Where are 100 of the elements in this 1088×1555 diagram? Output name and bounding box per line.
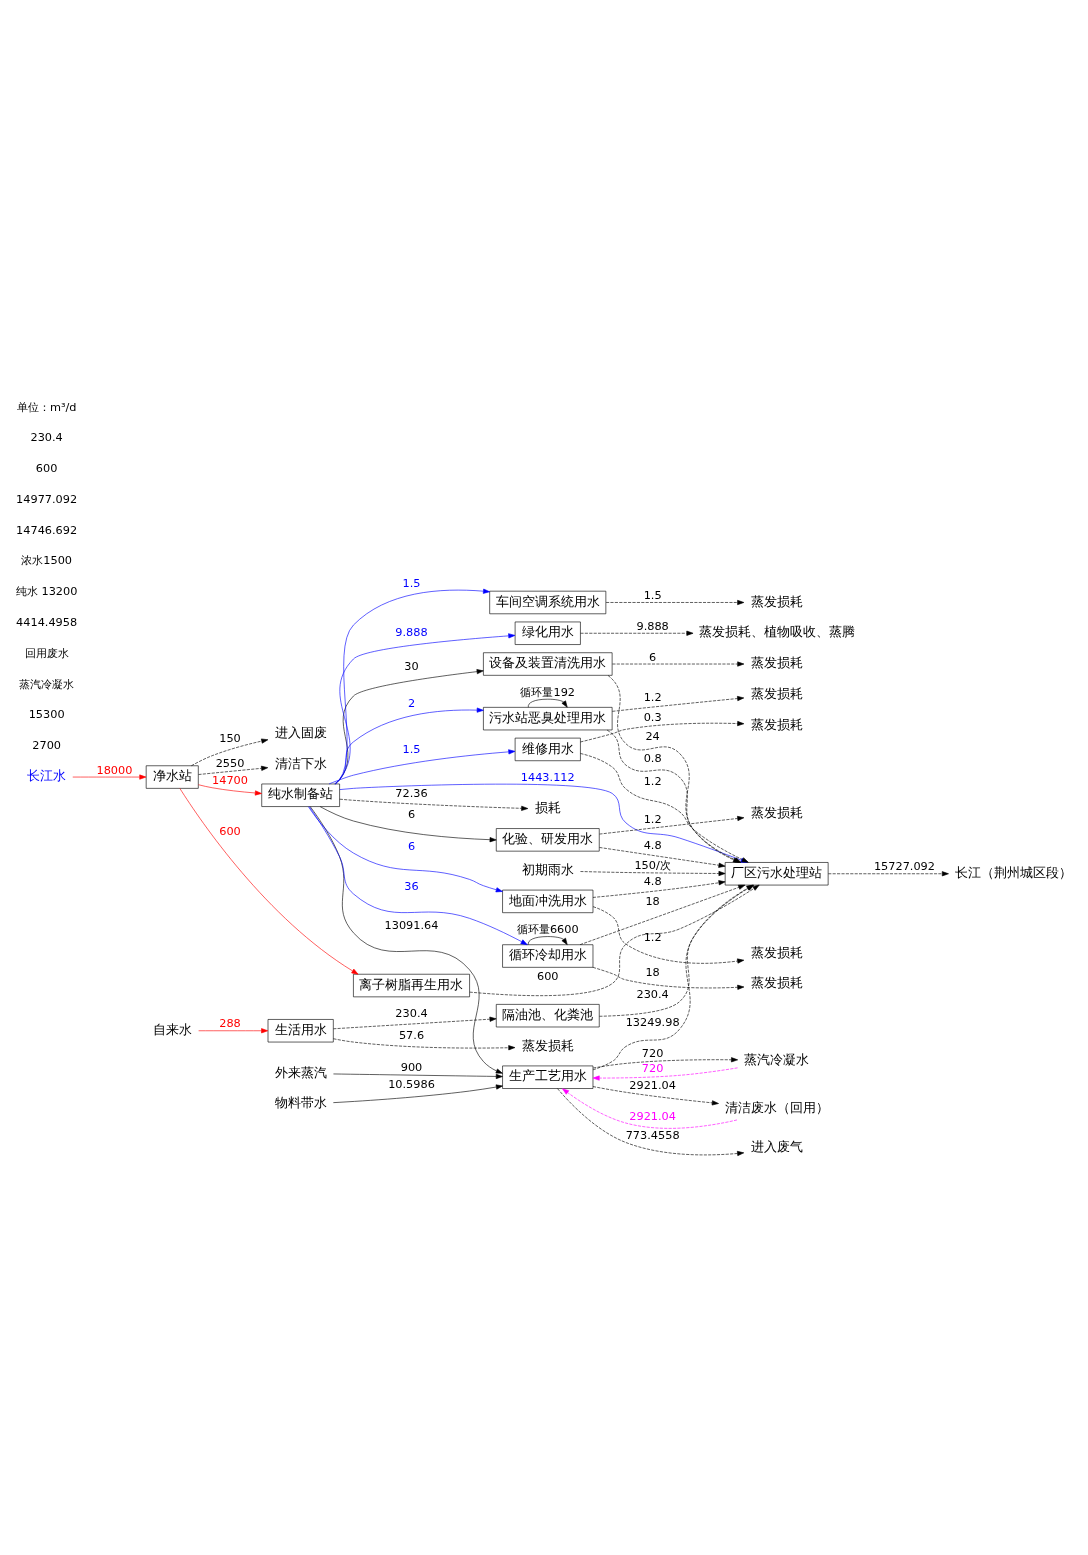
edge-label: 6 <box>407 807 416 820</box>
arrow <box>605 599 745 605</box>
edge-label: 18 <box>645 894 660 908</box>
node-box: 化验、研发用水 <box>495 827 600 851</box>
arrow <box>319 805 497 842</box>
arrow <box>309 805 528 945</box>
edge-label: 1.2 <box>643 812 662 826</box>
arrow <box>580 630 694 636</box>
arrow <box>592 879 726 898</box>
edge-label: 57.6 <box>398 1028 425 1042</box>
edge-label: 1.2 <box>643 774 662 788</box>
edge-label: 13249.98 <box>625 1015 680 1029</box>
edge-label: 4.8 <box>643 874 662 888</box>
label: 600 <box>35 461 58 475</box>
label: 单位：m³/d <box>16 400 77 414</box>
node-text: 初期雨水 <box>521 861 574 877</box>
arrow <box>191 738 269 766</box>
node-box: 隔油池、化粪池 <box>495 1003 600 1027</box>
node-box: 生活用水 <box>267 1018 334 1042</box>
arrow <box>592 1067 738 1081</box>
edge-label: 15727.092 <box>873 859 935 873</box>
edge-label: 720 <box>641 1046 664 1060</box>
edge-label: 1.5 <box>402 742 421 756</box>
arrow <box>198 783 262 795</box>
arrow <box>335 632 516 784</box>
arrow <box>612 661 745 667</box>
arrow <box>592 1085 719 1105</box>
edge-label: 30 <box>404 659 419 673</box>
arrow <box>72 774 147 780</box>
arrow <box>333 1037 516 1050</box>
label: 浓水1500 <box>21 553 73 567</box>
edge-label: 150 <box>219 731 241 745</box>
arrow <box>592 966 745 990</box>
edge-label: 230.4 <box>636 987 669 1001</box>
node-box: 地面冲洗用水 <box>502 889 594 913</box>
arrow <box>611 695 745 712</box>
edge-label: 1443.112 <box>520 770 575 784</box>
arrow <box>198 1027 269 1033</box>
edge-label: 773.4558 <box>625 1128 680 1142</box>
arrow <box>557 1087 745 1156</box>
arrow <box>580 720 745 742</box>
edge-label: 1.2 <box>643 690 662 704</box>
edge-label: 600 <box>219 824 241 838</box>
node-box: 生产工艺用水 <box>502 1065 594 1089</box>
edge-label: 1.2 <box>643 930 662 944</box>
arrow <box>335 588 490 784</box>
arrow <box>335 668 484 784</box>
node-box: 离子树脂再生用水 <box>353 973 470 997</box>
node-text: 蒸发损耗 <box>521 1037 574 1053</box>
node-text: 物料带水 <box>274 1094 327 1110</box>
label: 14746.692 <box>16 523 78 537</box>
arrow <box>527 698 568 708</box>
edge-label: 9.888 <box>395 625 428 639</box>
edge-label: 1.5 <box>643 588 662 602</box>
label: 15300 <box>28 707 65 721</box>
arrow <box>333 1016 497 1029</box>
arrow <box>333 1073 503 1079</box>
label: 230.4 <box>30 430 63 444</box>
edge-label: 2550 <box>215 756 245 770</box>
node-text: 清洁下水 <box>274 755 327 771</box>
label: 14977.092 <box>16 492 78 506</box>
node-text: 蒸发损耗 <box>750 974 803 990</box>
edge-label: 288 <box>219 1016 241 1030</box>
label: 纯水 13200 <box>15 584 78 598</box>
label: 2700 <box>32 738 62 752</box>
edge-label: 2 <box>407 696 416 710</box>
edge-label: 72.36 <box>395 786 428 800</box>
node-box: 设备及装置清洗用水 <box>483 651 613 676</box>
edge-label: 循环量6600 <box>516 922 579 936</box>
node-box: 净水站 <box>145 764 199 789</box>
arrow <box>828 870 949 876</box>
edge-label: 2921.04 <box>629 1078 676 1092</box>
node-text: 自来水 <box>152 1021 192 1037</box>
node-text: 损耗 <box>534 799 561 815</box>
node-box: 车间空调系统用水 <box>489 590 607 614</box>
label: 回用废水 <box>24 646 69 660</box>
node-text: 蒸发损耗 <box>750 593 803 609</box>
node-text: 进入废气 <box>750 1138 803 1154</box>
edge-label: 36 <box>404 879 419 893</box>
arrow <box>580 870 726 876</box>
edge-label: 6 <box>407 839 416 853</box>
edge-label: 230.4 <box>395 1006 428 1020</box>
node-text: 蒸发损耗 <box>750 654 803 670</box>
node-text: 蒸发损耗 <box>750 944 803 960</box>
arrow <box>334 707 484 784</box>
node-text: 清洁废水（回用） <box>724 1099 829 1115</box>
node-text: 外来蒸汽 <box>274 1064 327 1080</box>
edge-label: 900 <box>400 1060 423 1074</box>
arrow <box>198 765 269 775</box>
arrow <box>562 1087 738 1129</box>
arrow <box>592 1056 738 1068</box>
edge-label: 1.5 <box>402 576 421 590</box>
node-box: 纯水制备站 <box>261 783 340 807</box>
arrow <box>179 787 359 975</box>
edge-label: 14700 <box>212 773 248 787</box>
edge-label: 0.8 <box>643 751 662 765</box>
arrow <box>599 815 745 834</box>
label: 4414.4958 <box>16 615 78 629</box>
node-box: 维修用水 <box>514 737 581 761</box>
edge-label: 4.8 <box>643 838 662 852</box>
